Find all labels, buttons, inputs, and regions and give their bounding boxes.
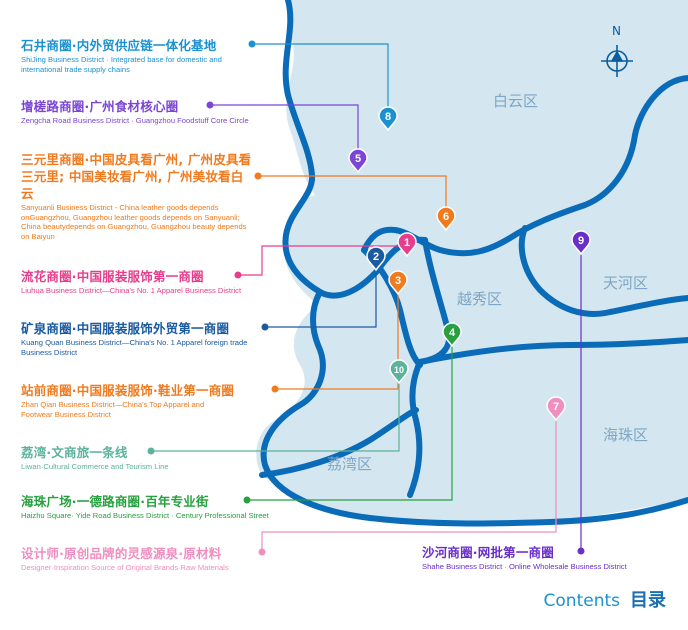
compass-icon (601, 45, 633, 77)
map-markers: 8 5 6 1 2 3 10 4 7 9 (348, 106, 591, 422)
map-pin-7[interactable]: 7 (546, 396, 566, 422)
item-subtitle: ShiJing Business District · Integrated b… (21, 55, 222, 74)
item-subtitle: Zengcha Road Business District · Guangzh… (21, 116, 249, 125)
map-land (256, 0, 688, 523)
list-item-zhanqian[interactable]: 站前商圈·中国服装服饰·鞋业第一商圈 Zhan Qian Business Di… (21, 382, 234, 419)
list-item-shahe[interactable]: 沙河商圈·网批第一商圈 Shahe Business District · On… (422, 544, 682, 572)
list-item-kuangquan[interactable]: 矿泉商圈·中国服装服饰外贸第一商圈 Kuang Quan Business Di… (21, 320, 271, 357)
item-subtitle: Zhan Qian Business District—China's Top … (21, 400, 205, 419)
district-label-yuexiu: 越秀区 (457, 290, 503, 308)
item-title: 站前商圈·中国服装服饰·鞋业第一商圈 (21, 383, 235, 398)
list-item-haizhu[interactable]: 海珠广场·一德路商圈·百年专业街 Haizhu Square· Yide Roa… (21, 493, 331, 521)
map-pin-3[interactable]: 3 (388, 270, 408, 296)
item-subtitle: Haizhu Square· Yide Road Business Distri… (21, 511, 269, 520)
map-pin-number: 2 (373, 251, 379, 263)
map-pin-1[interactable]: 1 (397, 232, 417, 258)
map-pin-number: 10 (394, 365, 404, 375)
list-item-liuhua[interactable]: 流花商圈·中国服装服饰第一商圈 Liuhua Business District… (21, 268, 291, 296)
map-pin-6[interactable]: 6 (436, 206, 456, 232)
item-title: 荔湾·文商旅一条线 (21, 445, 128, 460)
item-subtitle: Designer·Inspiration Source of Original … (21, 563, 229, 572)
map-pin-number: 8 (385, 111, 391, 123)
map-pin-number: 3 (395, 275, 401, 287)
contents-label-zh: 目录 (630, 590, 666, 611)
list-item-sanyuanli[interactable]: 三元里商圈·中国皮具看广州, 广州皮具看三元里; 中国美妆看广州, 广州美妆看白… (21, 151, 253, 241)
item-subtitle: Liuhua Business District—China's No. 1 A… (21, 286, 242, 295)
leader-lines (151, 43, 582, 552)
item-title: 流花商圈·中国服装服饰第一商圈 (21, 269, 204, 284)
item-title: 增槎路商圈·广州食材核心圈 (21, 99, 179, 114)
contents-footer[interactable]: Contents 目录 (544, 586, 666, 612)
item-subtitle: Liwan·Cultural Commerce and Tourism Line (21, 462, 169, 471)
map-pin-number: 4 (449, 327, 456, 339)
map-pin-number: 6 (443, 211, 449, 223)
map-pin-8[interactable]: 8 (378, 106, 398, 132)
item-title: 沙河商圈·网批第一商圈 (422, 545, 554, 560)
map-pin-10[interactable]: 10 (389, 359, 409, 385)
map-pin-number: 1 (404, 237, 410, 249)
district-label-tianhe: 天河区 (603, 274, 649, 292)
item-title: 矿泉商圈·中国服装服饰外贸第一商圈 (21, 321, 230, 336)
item-subtitle: Shahe Business District · Online Wholesa… (422, 562, 627, 571)
district-label-baiyun: 白云区 (493, 92, 539, 110)
item-subtitle: Kuang Quan Business District—China's No.… (21, 338, 248, 357)
map-pin-9[interactable]: 9 (571, 230, 591, 256)
district-label-liwan: 荔湾区 (327, 455, 373, 473)
list-item-shijing[interactable]: 石井商圈·内外贸供应链一体化基地 ShiJing Business Distri… (21, 37, 261, 74)
map-pin-5[interactable]: 5 (348, 148, 368, 174)
item-title: 三元里商圈·中国皮具看广州, 广州皮具看三元里; 中国美妆看广州, 广州美妆看白… (21, 152, 252, 201)
item-title: 设计师·原创品牌的灵感源泉·原材料 (21, 546, 222, 561)
map-pin-2[interactable]: 2 (366, 246, 386, 272)
compass-north-label: N (612, 24, 621, 38)
river-lines (259, 0, 688, 527)
map-pin-number: 5 (355, 153, 361, 165)
item-title: 石井商圈·内外贸供应链一体化基地 (21, 38, 217, 53)
item-title: 海珠广场·一德路商圈·百年专业街 (21, 494, 209, 509)
district-label-haizhu: 海珠区 (603, 426, 649, 444)
list-item-liwan[interactable]: 荔湾·文商旅一条线 Liwan·Cultural Commerce and To… (21, 444, 251, 472)
map-pin-4[interactable]: 4 (442, 322, 462, 348)
leader-dots (147, 40, 585, 556)
list-item-designer[interactable]: 设计师·原创品牌的灵感源泉·原材料 Designer·Inspiration S… (21, 545, 291, 573)
map-pin-number: 7 (553, 401, 559, 413)
list-item-zengcha[interactable]: 增槎路商圈·广州食材核心圈 Zengcha Road Business Dist… (21, 98, 291, 126)
map-pin-number: 9 (578, 235, 584, 247)
item-subtitle: Sanyuanli Business District - China leat… (21, 203, 247, 241)
contents-label-en: Contents (543, 591, 620, 611)
